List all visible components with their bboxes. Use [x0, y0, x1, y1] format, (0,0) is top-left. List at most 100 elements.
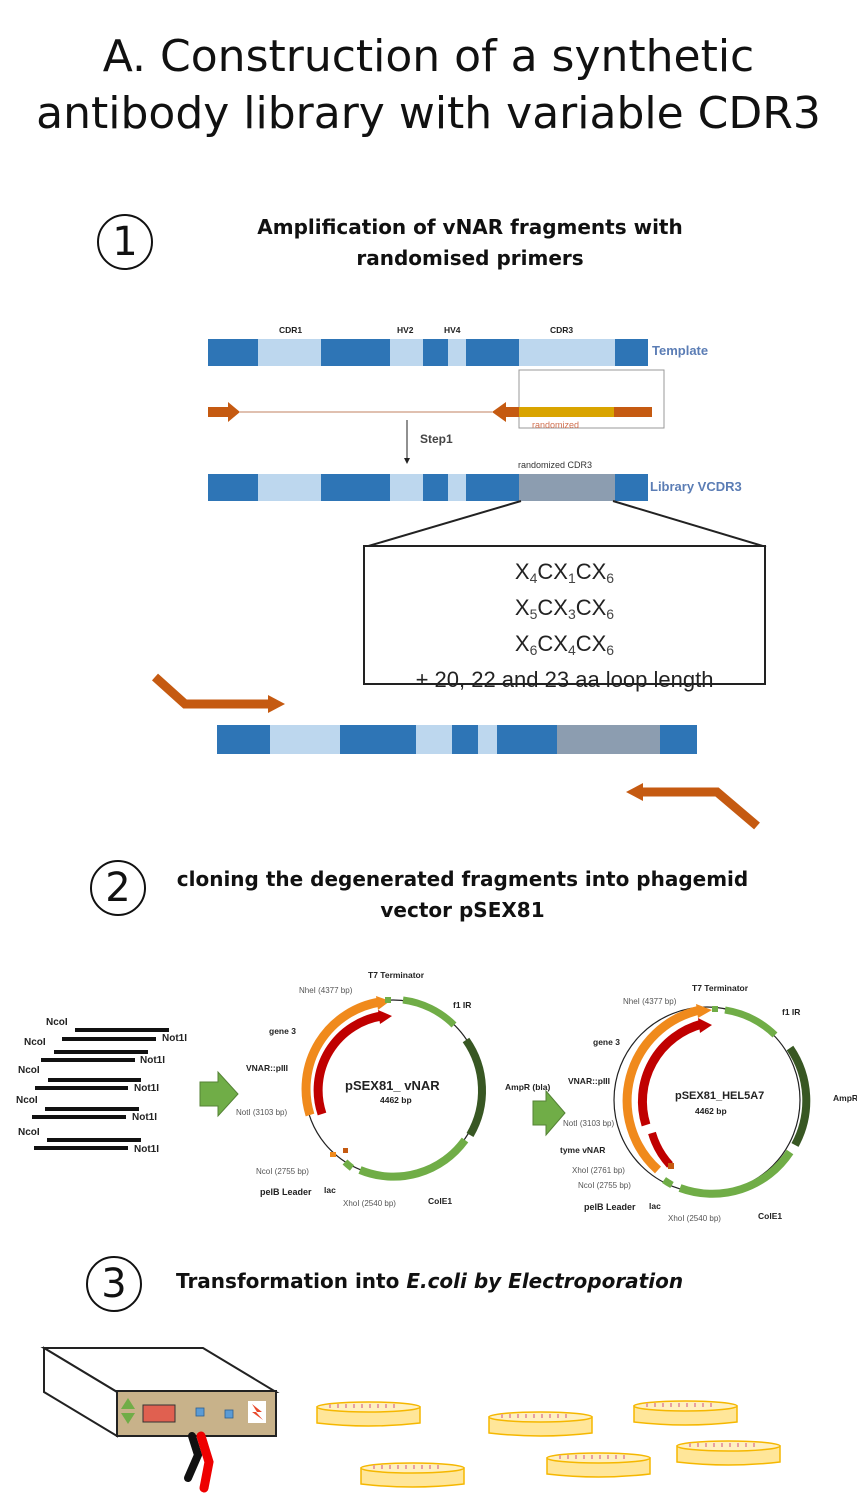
p2-amp-label: AmpR: [833, 1093, 857, 1103]
title-line-2: antibody library with variable CDR3: [36, 88, 821, 139]
fragment-line: [54, 1050, 148, 1054]
colony: [737, 1443, 739, 1447]
p1-amp-label: AmpR (bla): [505, 1082, 551, 1092]
colony: [525, 1414, 527, 1418]
p2-tyme-label: tyme vNAR: [560, 1145, 606, 1155]
p1-gene3-label: gene 3: [269, 1026, 296, 1036]
p1-name: pSEX81_ vNAR: [345, 1078, 440, 1093]
step-2-number: 2: [90, 860, 146, 916]
fragment-ncoi-label: NcoI: [46, 1017, 68, 1028]
step-2-heading: cloning the degenerated fragments into p…: [165, 864, 760, 926]
colony: [559, 1455, 561, 1459]
colony: [721, 1443, 723, 1447]
p2-name: pSEX81_HEL5A7: [675, 1090, 765, 1102]
p2-xhoi2-label: XhoI (2761 bp): [572, 1166, 625, 1175]
p1-size: 4462 bp: [380, 1095, 412, 1105]
fragment-stack: NcoI Not1I NcoI Not1I NcoI Not1I NcoI No…: [0, 1010, 240, 1170]
fragment-not1i-label: Not1I: [134, 1144, 159, 1155]
template-bar: [208, 339, 648, 366]
colony: [413, 1465, 415, 1469]
petri-plate: [488, 1411, 593, 1437]
fragment-not1i-label: Not1I: [134, 1083, 159, 1094]
p2-cole1-label: ColE1: [758, 1211, 783, 1221]
electroporator-device: [40, 1346, 280, 1493]
colony: [607, 1455, 609, 1459]
colony: [753, 1443, 755, 1447]
p2-noti-label: NotI (3103 bp): [563, 1119, 615, 1128]
p2-pelb-label: pelB Leader: [584, 1202, 636, 1212]
colony: [377, 1404, 379, 1408]
template-label: Template: [652, 343, 709, 358]
p2-f1-label: f1 IR: [782, 1007, 801, 1017]
p2-t7-label: T7 Terminator: [692, 983, 749, 993]
p2-xhoi-label: XhoI (2540 bp): [668, 1214, 721, 1223]
motif-line-1: X4CX1CX6: [514, 559, 615, 586]
colony: [713, 1443, 715, 1447]
fragment-line: [32, 1115, 126, 1119]
fragment-line: [62, 1037, 156, 1041]
motif-line-2: X5CX3CX6: [514, 595, 615, 622]
colony: [329, 1404, 331, 1408]
colony: [654, 1403, 656, 1407]
colony: [373, 1465, 375, 1469]
button-1: [195, 1407, 205, 1417]
callout-line-right: [612, 500, 767, 548]
petri-plate: [360, 1462, 465, 1488]
p2-nhei-label: NheI (4377 bp): [623, 997, 677, 1006]
p1-ncoi-label: NcoI (2755 bp): [256, 1167, 309, 1176]
p1-f1-label: f1 IR: [453, 1000, 472, 1010]
colony: [729, 1443, 731, 1447]
colony: [501, 1414, 503, 1418]
primer-row: [208, 369, 665, 464]
colony: [369, 1404, 371, 1408]
vnar-construct: [217, 725, 697, 754]
colony: [646, 1403, 648, 1407]
colony: [541, 1414, 543, 1418]
button-2: [224, 1409, 234, 1419]
colony: [678, 1403, 680, 1407]
fragment-line: [35, 1086, 128, 1090]
fragment-ncoi-label: NcoI: [18, 1065, 40, 1076]
p1-lac-label: lac: [324, 1185, 336, 1195]
p2-gene3-label: gene 3: [593, 1037, 620, 1047]
colony: [567, 1455, 569, 1459]
colony: [557, 1414, 559, 1418]
fragment-ncoi-label: NcoI: [18, 1127, 40, 1138]
reverse-primer-construct: [626, 783, 760, 830]
p1-pelb-label: pelB Leader: [260, 1187, 312, 1197]
colony: [702, 1403, 704, 1407]
colony: [549, 1414, 551, 1418]
p2-ncoi-label: NcoI (2755 bp): [578, 1181, 631, 1190]
colony: [533, 1414, 535, 1418]
p2-lac-label: lac: [649, 1201, 661, 1211]
colony: [689, 1443, 691, 1447]
forward-primer-arrow: [208, 402, 240, 422]
colony: [421, 1465, 423, 1469]
randomized-label: randomized: [532, 420, 580, 430]
colony: [565, 1414, 567, 1418]
fragment-line: [41, 1058, 135, 1062]
colony: [429, 1465, 431, 1469]
step-3-heading-plain: Transformation into: [176, 1269, 407, 1293]
colony: [686, 1403, 688, 1407]
colony: [623, 1455, 625, 1459]
colony: [389, 1465, 391, 1469]
region-label-hv2: HV2: [397, 325, 414, 335]
step1-label: Step1: [420, 432, 453, 446]
plasmid-1-map: [301, 996, 487, 1181]
region-label-cdr3: CDR3: [550, 325, 574, 335]
down-arrow-icon: [121, 1413, 135, 1424]
colony: [385, 1404, 387, 1408]
fragment-not1i-label: Not1I: [162, 1033, 187, 1044]
step-1-heading-line-1: Amplification of vNAR fragments with: [257, 215, 683, 239]
title-line-1: A. Construction of a synthetic: [102, 31, 755, 82]
colony: [575, 1455, 577, 1459]
colony: [517, 1414, 519, 1418]
fragment-line: [34, 1146, 128, 1150]
up-arrow-icon: [121, 1398, 135, 1409]
colony: [599, 1455, 601, 1459]
colony: [745, 1443, 747, 1447]
colony: [615, 1455, 617, 1459]
